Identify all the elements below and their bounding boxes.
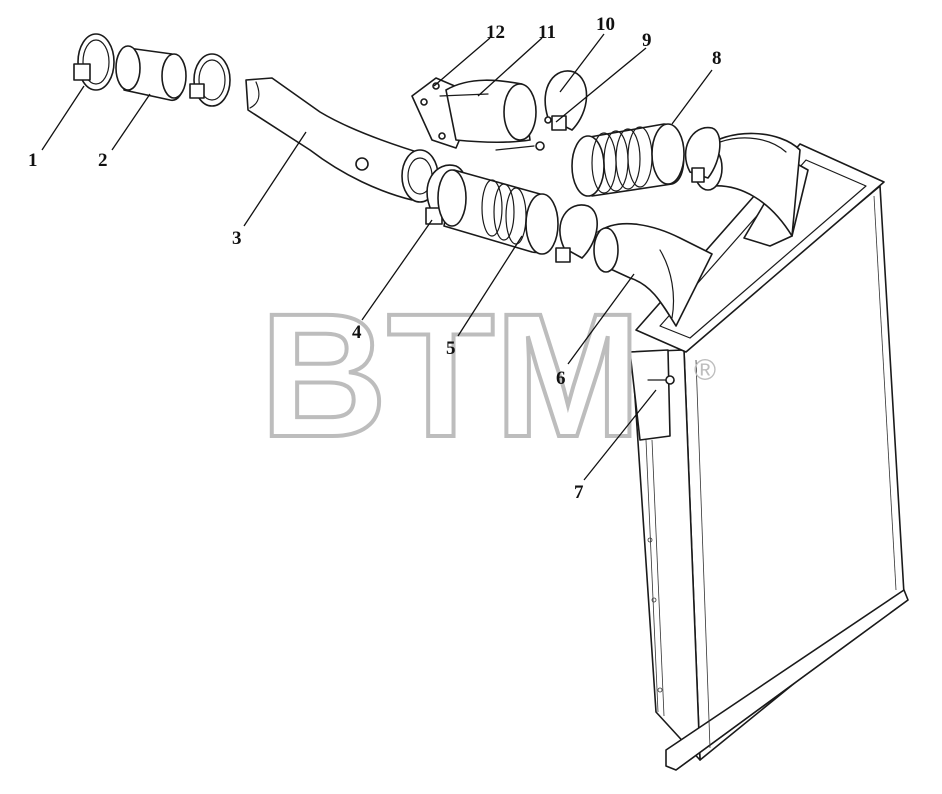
- registered-mark: ®: [694, 354, 716, 387]
- callout-4: 4: [352, 322, 362, 343]
- watermark: BTM ®: [258, 276, 716, 476]
- callout-6: 6: [556, 368, 566, 389]
- callout-8: 8: [712, 48, 722, 69]
- part-11-elbow: [439, 79, 537, 144]
- part-7-bolt: [647, 375, 675, 385]
- callout-3: 3: [232, 228, 242, 249]
- callout-9: 9: [642, 30, 652, 51]
- part-5-hose: [437, 169, 559, 255]
- part-6-elbow: [593, 222, 713, 327]
- part-1-clamp: [73, 33, 115, 91]
- callout-7: 7: [574, 482, 584, 503]
- callout-11: 11: [538, 22, 556, 43]
- callout-1: 1: [28, 150, 38, 171]
- watermark-text: BTM: [260, 278, 641, 474]
- part-2-hose: [115, 45, 187, 101]
- callout-10: 10: [596, 14, 615, 35]
- intercooler: [629, 143, 909, 771]
- callout-5: 5: [446, 338, 456, 359]
- clamp-near-elbow: [684, 126, 721, 183]
- callout-2: 2: [98, 150, 108, 171]
- clamp-before-part-6: [555, 204, 598, 263]
- part-8-hose: [571, 123, 685, 197]
- part-3-pipe: [245, 77, 439, 203]
- leader-lines: [41, 33, 713, 481]
- callouts: 1 2 3 4 5 6 7 8 9 10 11 12: [28, 14, 722, 503]
- callout-12: 12: [486, 22, 505, 43]
- part-10-clamp: [544, 70, 588, 131]
- part-9-bolt: [495, 141, 545, 151]
- clamp-after-hose-2: [189, 53, 231, 107]
